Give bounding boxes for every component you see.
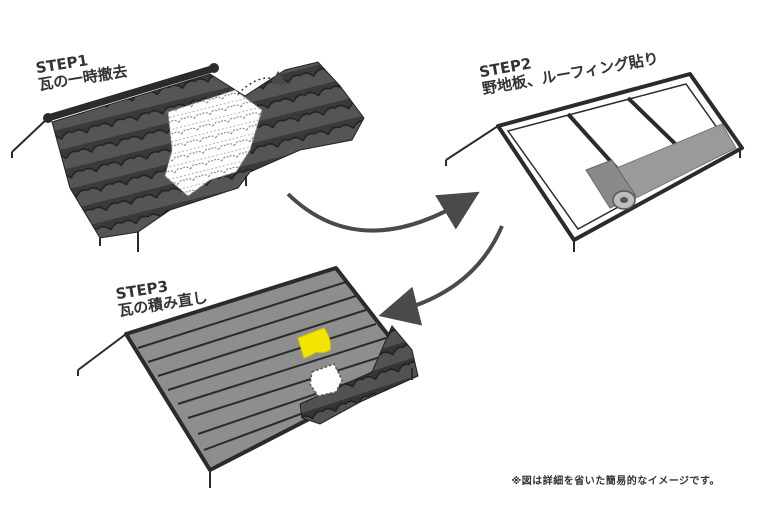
step2-roof (445, 72, 744, 252)
arrow-step2-to-step3 (378, 225, 504, 326)
step1-removal-arrow (237, 70, 288, 95)
step2-roofing-roll (585, 159, 637, 210)
step3-roof (77, 266, 419, 488)
step3-tile-slot (309, 363, 343, 397)
step3-relaid-tiles (299, 325, 419, 425)
step1-eave-line (11, 117, 49, 153)
step1-ridge-bar (44, 64, 219, 122)
disclaimer-note: ※図は詳細を省いた簡易的なイメージです。 (511, 476, 720, 487)
arrow-step1-to-step2 (286, 191, 480, 233)
step1-removed-area (164, 89, 263, 197)
step1-roof (11, 61, 365, 252)
step3-eave-line (77, 333, 127, 371)
step1-ridge-end-right (209, 63, 219, 73)
step3-yellow-tile (297, 327, 331, 359)
step2-roof-frame (496, 72, 744, 242)
step2-eave-line (445, 125, 499, 161)
